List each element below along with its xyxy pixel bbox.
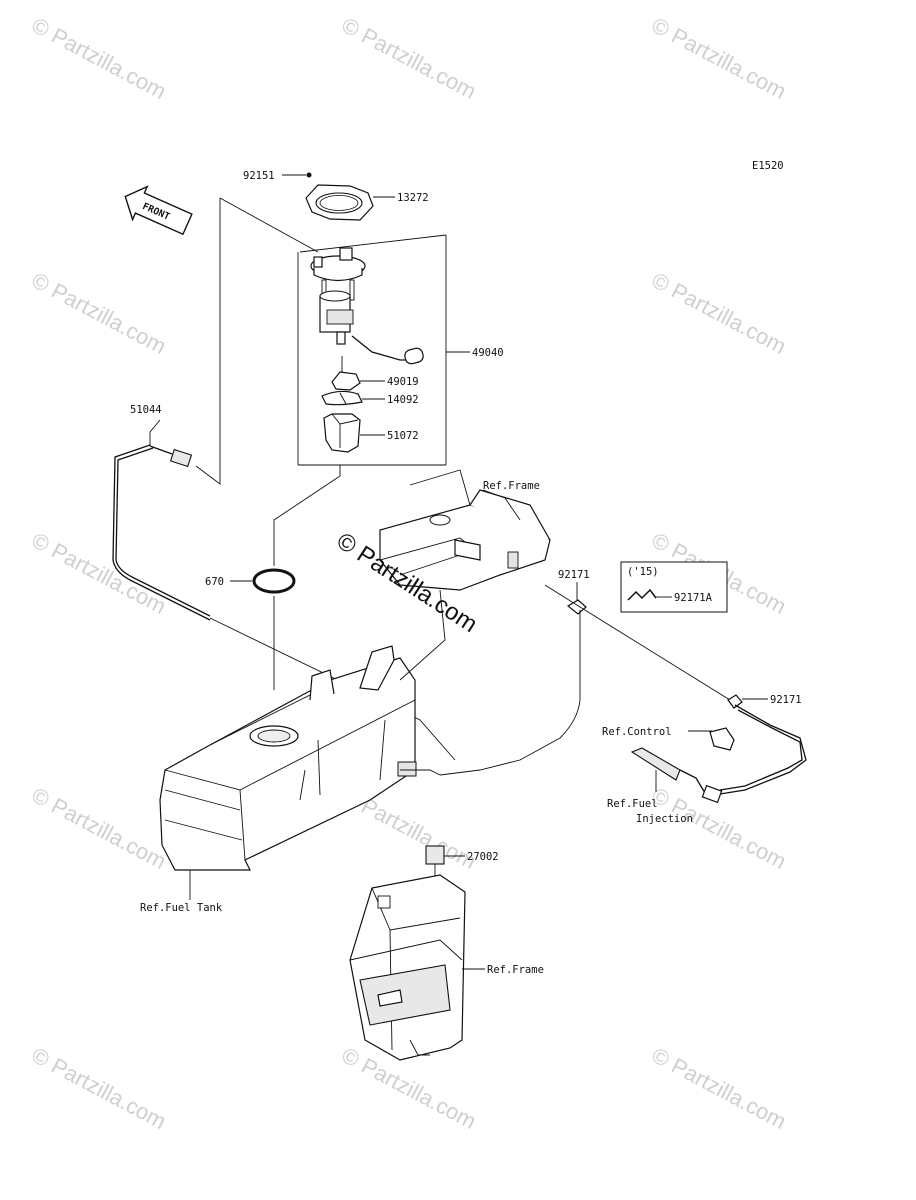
- control-bracket: [709, 727, 735, 751]
- part-label-27002[interactable]: 27002: [467, 851, 499, 863]
- part-label-51044[interactable]: 51044: [130, 404, 162, 416]
- watermark-tile: © Partzilla.com: [28, 527, 171, 619]
- clamp-92171-top[interactable]: [566, 599, 587, 615]
- filter-14092[interactable]: [321, 390, 363, 406]
- inset-box-2015: ('15): [620, 561, 728, 613]
- part-label-92171-top[interactable]: 92171: [558, 569, 590, 581]
- watermark-tile: © Partzilla.com: [28, 267, 171, 359]
- watermark-tile: © Partzilla.com: [648, 1042, 791, 1134]
- ref-control-label: Ref.Control: [602, 726, 672, 738]
- fuel-injector: [630, 747, 723, 804]
- hose-51044[interactable]: [112, 444, 211, 621]
- part-label-92151[interactable]: 92151: [243, 170, 275, 182]
- part-label-49040[interactable]: 49040: [472, 347, 504, 359]
- ref-fuel-injection-label-2: Injection: [636, 813, 693, 825]
- o-ring-670[interactable]: [252, 568, 296, 594]
- part-label-92171-right[interactable]: 92171: [770, 694, 802, 706]
- clamp-92171-right[interactable]: [727, 694, 743, 709]
- watermark-tile: © Partzilla.com: [648, 12, 791, 104]
- frame-top: [379, 469, 551, 681]
- ref-frame-top-label: Ref.Frame: [483, 480, 540, 492]
- diagram-code: E1520: [752, 160, 784, 172]
- ref-fuel-tank-label: Ref.Fuel Tank: [140, 902, 223, 914]
- part-label-13272[interactable]: 13272: [397, 192, 429, 204]
- part-label-51072[interactable]: 51072: [387, 430, 419, 442]
- part-label-670[interactable]: 670: [205, 576, 224, 588]
- watermark-tile: © Partzilla.com: [28, 1042, 171, 1134]
- watermark-tile: © Partzilla.com: [28, 782, 171, 874]
- part-label-14092[interactable]: 14092: [387, 394, 419, 406]
- part-label-49019[interactable]: 49019: [387, 376, 419, 388]
- filter-49019[interactable]: [331, 356, 361, 391]
- frame-bottom: [349, 874, 466, 1061]
- front-arrow-icon: FRONT: [124, 185, 193, 236]
- screw-92151[interactable]: [306, 172, 312, 178]
- inset-year-label: ('15): [627, 566, 659, 578]
- fuel-pump-assembly-49040[interactable]: [310, 247, 425, 365]
- fuel-tank: [159, 645, 417, 871]
- holder-51072[interactable]: [323, 413, 361, 453]
- ref-frame-bottom-label: Ref.Frame: [487, 964, 544, 976]
- plate-13272[interactable]: [305, 184, 374, 221]
- watermark-tile: © Partzilla.com: [338, 12, 481, 104]
- ref-fuel-injection-label-1: Ref.Fuel: [607, 798, 658, 810]
- part-label-92171A[interactable]: 92171A: [674, 592, 713, 604]
- watermark-tile: © Partzilla.com: [648, 267, 791, 359]
- watermark-tile: © Partzilla.com: [28, 12, 171, 104]
